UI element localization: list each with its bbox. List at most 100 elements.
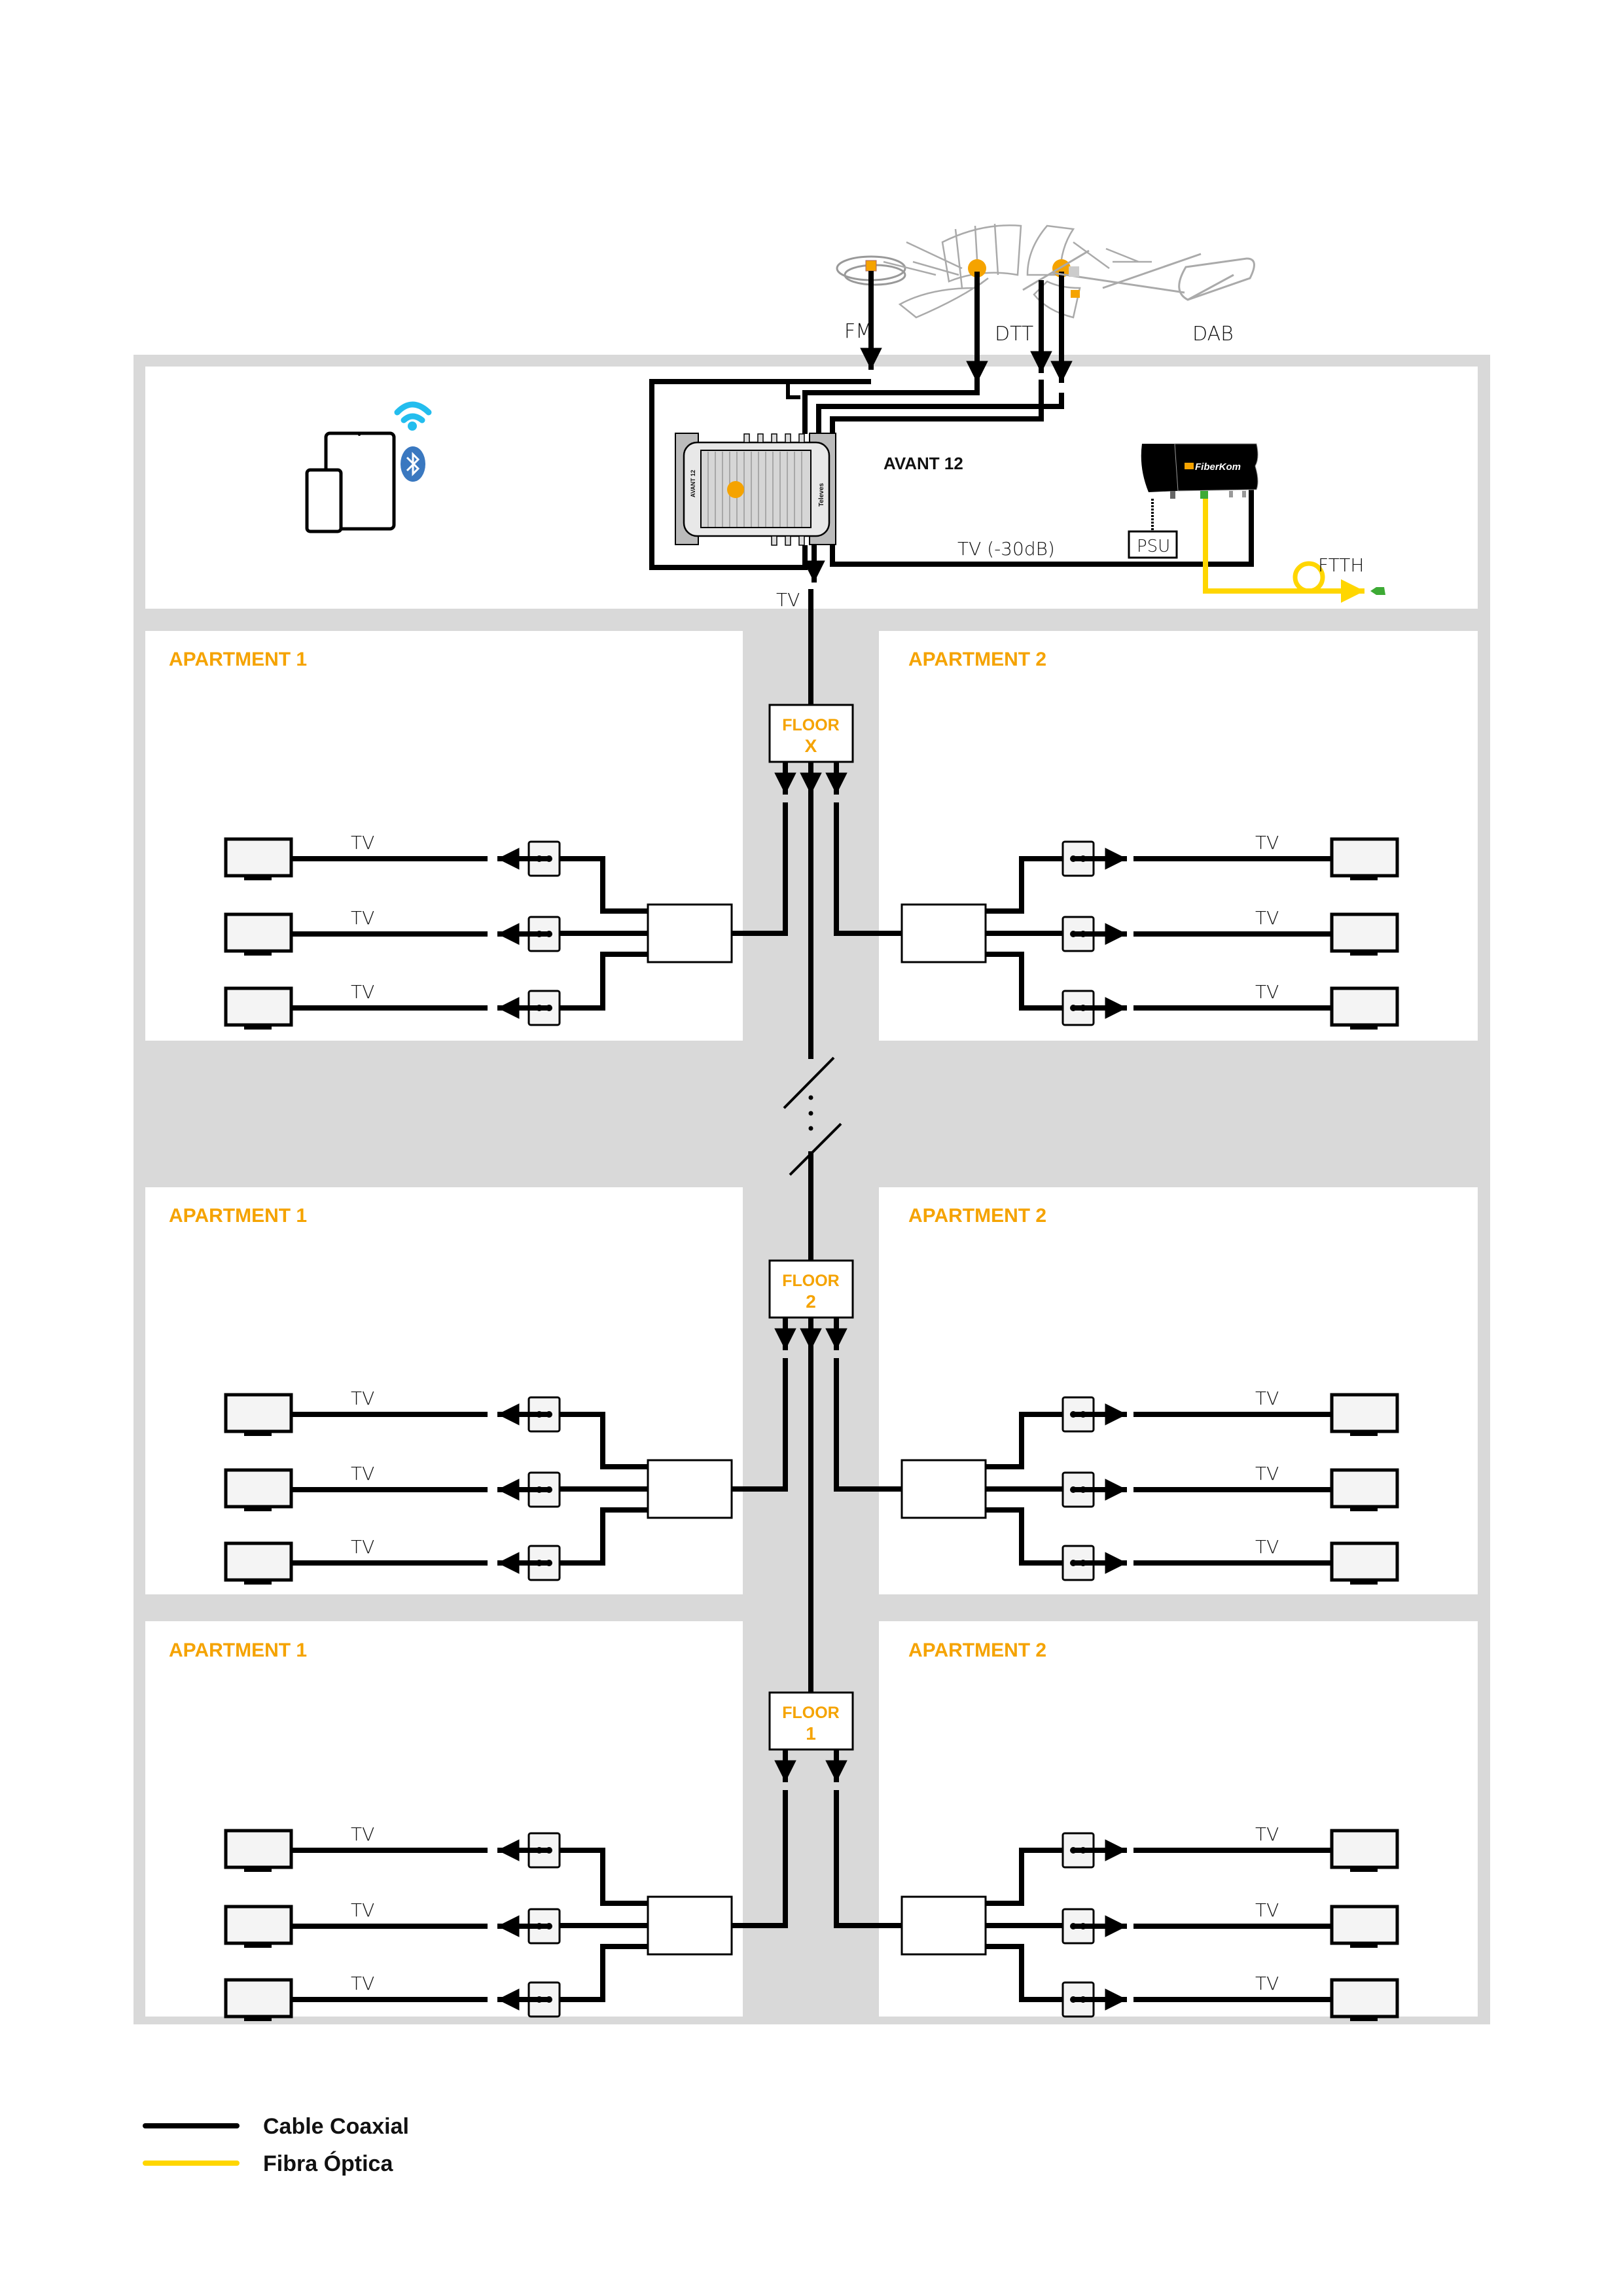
tv-icon xyxy=(1330,837,1399,880)
tv-label: TV xyxy=(351,1899,374,1921)
tv-label: TV xyxy=(351,1823,374,1845)
tv-label: TV xyxy=(351,981,374,1003)
tv-label: TV xyxy=(351,1536,374,1558)
legend-label: Cable Coaxial xyxy=(263,2114,409,2139)
apartment-1: APARTMENT 1 TV TV TV xyxy=(169,1205,733,1585)
legend-item-fiber: Fibra Óptica xyxy=(143,2151,393,2176)
tv-icon xyxy=(224,1829,293,1872)
tv-label: TV xyxy=(1255,1388,1279,1409)
floor-1-apartment-2-room xyxy=(879,1621,1478,2017)
floor-box-number: X xyxy=(805,736,817,756)
floor-1-apartment-1-room xyxy=(145,1621,743,2017)
apartment-2: APARTMENT 2 TV TV TV xyxy=(901,1205,1399,1585)
tv-label: TV xyxy=(351,1973,374,1994)
tv-icon xyxy=(1330,1468,1399,1511)
floor-x-apartment-1-room xyxy=(145,631,743,1041)
splitter-box xyxy=(901,1895,987,1956)
tv-icon xyxy=(224,1393,293,1436)
legend-label: Fibra Óptica xyxy=(263,2151,393,2176)
riser-trunk xyxy=(783,589,842,1693)
tv-icon xyxy=(224,837,293,880)
tv-icon xyxy=(224,912,293,956)
apartment-1: APARTMENT 1 TV TV TV xyxy=(169,649,733,1030)
tv-label: TV xyxy=(1255,981,1279,1003)
tv-icon xyxy=(224,1978,293,2021)
dab-antenna-icon xyxy=(1022,249,1255,301)
psu-box xyxy=(1128,530,1178,559)
apartment-title: APARTMENT 2 xyxy=(908,1640,1046,1661)
fiberkom-unit: FiberKom PSU FTTH xyxy=(1128,443,1385,603)
floor-box-number: 2 xyxy=(806,1291,816,1312)
tv-icon xyxy=(1330,912,1399,956)
tv-icon xyxy=(224,1905,293,1948)
tv-label: TV xyxy=(1255,1463,1279,1484)
floor-0: FLOOR X APARTMENT 1 TV TV TV APARTMENT 2 TV TV TV xyxy=(169,649,1399,1030)
splitter-box xyxy=(647,1459,733,1519)
tv-label: TV xyxy=(1255,832,1279,853)
legend: Cable Coaxial Fibra Óptica xyxy=(143,2114,409,2176)
avant-12-amplifier: AVANT 12 Televes AVANT 12 TV TV (-30dB) xyxy=(649,379,1254,611)
apartment-title: APARTMENT 1 xyxy=(169,649,307,670)
dtt-antenna-icon xyxy=(1026,224,1152,319)
apartment-title: APARTMENT 1 xyxy=(169,1640,307,1661)
amplifier-side-text: AVANT 12 xyxy=(690,470,696,497)
splitter-box xyxy=(647,903,733,963)
ftth-label: FTTH xyxy=(1318,554,1364,576)
phone-icon xyxy=(305,468,343,533)
floor-x-apartment-2-room xyxy=(879,631,1478,1041)
tv-icon xyxy=(1330,986,1399,1030)
tv-label: TV xyxy=(351,1388,374,1409)
apartment-title: APARTMENT 1 xyxy=(169,1205,307,1227)
splitter-box xyxy=(647,1895,733,1956)
floor-2-apartment-2-room xyxy=(879,1187,1478,1594)
test-output-label: TV (-30dB) xyxy=(957,538,1055,560)
fm-label: FM xyxy=(844,320,872,343)
splitter-box xyxy=(901,1459,987,1519)
apartment-title: APARTMENT 2 xyxy=(908,649,1046,670)
dab-label: DAB xyxy=(1192,323,1234,346)
fm-antenna: FM xyxy=(836,255,906,370)
amplifier-label: AVANT 12 xyxy=(883,454,963,473)
fiberkom-brand: FiberKom xyxy=(1195,461,1241,473)
splitter-box xyxy=(901,903,987,963)
tv-icon xyxy=(1330,1829,1399,1872)
apartment-2: APARTMENT 2 TV TV TV xyxy=(901,649,1399,1030)
tv-label: TV xyxy=(351,907,374,929)
tv-label: TV xyxy=(1255,907,1279,929)
mobile-devices xyxy=(305,401,432,533)
tv-icon xyxy=(1330,1541,1399,1585)
floor-box-label: FLOOR xyxy=(782,1272,840,1290)
tv-label: TV xyxy=(1255,1899,1279,1921)
apartment-title: APARTMENT 2 xyxy=(908,1205,1046,1227)
tv-icon xyxy=(224,1468,293,1511)
apartment-1: APARTMENT 1 TV TV TV xyxy=(169,1640,733,2021)
floor-box-label: FLOOR xyxy=(782,716,840,734)
tv-icon xyxy=(1330,1978,1399,2021)
floor-distribution-box: FLOOR X xyxy=(768,704,854,795)
floor-2-apartment-1-room xyxy=(145,1187,743,1594)
tv-label: TV xyxy=(351,832,374,853)
tv-icon xyxy=(1330,1393,1399,1436)
tv-label: TV xyxy=(1255,1823,1279,1845)
amplifier-output-label: TV xyxy=(776,589,800,611)
psu-label: PSU xyxy=(1137,537,1170,556)
floor-box-number: 1 xyxy=(806,1723,816,1744)
wifi-icon xyxy=(394,401,432,423)
amplifier-brand: Televes xyxy=(818,483,825,507)
dtt-antenna-1 xyxy=(883,223,1022,383)
tv-icon xyxy=(224,1541,293,1585)
legend-item-coax: Cable Coaxial xyxy=(143,2114,409,2139)
dtt-label: DTT xyxy=(995,323,1033,346)
tv-label: TV xyxy=(351,1463,374,1484)
tv-label: TV xyxy=(1255,1536,1279,1558)
dtt-antenna-2: DTT xyxy=(995,224,1152,383)
dab-antenna: DAB xyxy=(1022,249,1255,373)
tv-icon xyxy=(224,986,293,1030)
ftth-connector-icon xyxy=(1370,587,1385,595)
